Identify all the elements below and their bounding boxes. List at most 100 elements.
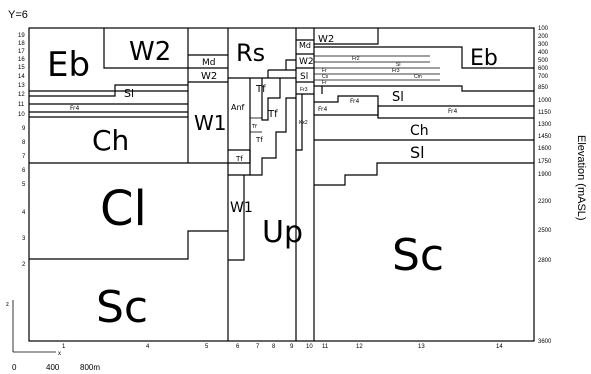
orientation-indicator: z x bbox=[6, 300, 61, 357]
unit-tf-a: Tf bbox=[255, 84, 266, 95]
right-tick-label: 850 bbox=[538, 85, 549, 91]
bottom-tick-label: 9 bbox=[290, 344, 294, 350]
unit-fr4-left: Fr4 bbox=[70, 105, 79, 112]
left-tick-label: 19 bbox=[18, 33, 25, 39]
left-tick-label: 3 bbox=[22, 236, 26, 242]
right-tick-label: 1150 bbox=[538, 110, 552, 116]
bottom-tick-label: 6 bbox=[236, 344, 240, 350]
right-tick-label: 400 bbox=[538, 50, 549, 56]
unit-tf-c: Tf bbox=[255, 136, 263, 144]
contact-line bbox=[314, 47, 534, 68]
unit-fr4-r3: Fr4 bbox=[448, 108, 457, 115]
right-tick-label: 700 bbox=[538, 74, 549, 80]
right-tick-label: 1300 bbox=[538, 122, 552, 128]
left-tick-label: 6 bbox=[22, 168, 26, 174]
scale-zero: 0 bbox=[12, 363, 17, 372]
unit-fr3: Fr3 bbox=[300, 87, 308, 93]
unit-fr3-thin: Fr3 bbox=[392, 68, 400, 74]
contact-line bbox=[314, 106, 534, 115]
unit-tf-d: Tf bbox=[235, 155, 243, 163]
contact-line bbox=[228, 78, 250, 150]
right-axis: 100 200 300 400 500 600 700 850 1000 115… bbox=[538, 26, 587, 345]
right-tick-label: 1000 bbox=[538, 98, 552, 104]
unit-md-top: Md bbox=[202, 58, 215, 68]
right-tick-label: 2800 bbox=[538, 258, 552, 264]
unit-tf-b: Tf bbox=[267, 109, 278, 120]
axis-z-label: z bbox=[6, 302, 9, 308]
right-tick-label: 1750 bbox=[538, 159, 552, 165]
left-tick-label: 5 bbox=[22, 182, 26, 188]
left-tick-label: 12 bbox=[18, 92, 25, 98]
scale-bar: 0 400 800m bbox=[12, 363, 100, 372]
section-label: Y=6 bbox=[8, 9, 28, 21]
unit-sl-right: Sl bbox=[392, 90, 404, 105]
left-tick-label: 16 bbox=[18, 57, 25, 63]
scale-max: 800m bbox=[80, 363, 100, 372]
unit-fr2: Fr2 bbox=[352, 56, 360, 62]
right-tick-label: 2500 bbox=[538, 228, 552, 234]
left-tick-label: 10 bbox=[18, 112, 25, 118]
right-tick-label: 2200 bbox=[538, 199, 552, 205]
bottom-tick-label: 5 bbox=[205, 344, 209, 350]
unit-w2-right-b: W2 bbox=[299, 57, 314, 67]
unit-fr4-r2: Fr4 bbox=[350, 98, 359, 105]
unit-sl-right-small: Sl bbox=[300, 72, 308, 82]
unit-sc-left: Sc bbox=[96, 282, 148, 333]
unit-eb-left: Eb bbox=[47, 45, 90, 85]
unit-sc-right: Sc bbox=[392, 230, 444, 281]
right-tick-label: 200 bbox=[538, 34, 549, 40]
unit-tf-e: Tf bbox=[251, 124, 257, 130]
unit-sl-upper: Sl bbox=[124, 87, 134, 100]
bottom-tick-label: 4 bbox=[146, 344, 150, 350]
left-tick-label: 17 bbox=[18, 49, 25, 55]
right-tick-label: 1450 bbox=[538, 134, 552, 140]
left-tick-label: 7 bbox=[22, 154, 26, 160]
bottom-tick-label: 12 bbox=[356, 344, 363, 350]
right-tick-label: 600 bbox=[538, 66, 549, 72]
contact-line bbox=[286, 60, 296, 70]
bottom-tick-label: 11 bbox=[322, 344, 329, 350]
bottom-tick-label: 10 bbox=[306, 344, 313, 350]
right-tick-label: 3600 bbox=[538, 339, 552, 345]
right-tick-label: 1900 bbox=[538, 172, 552, 178]
contact-line bbox=[314, 163, 534, 185]
contact-line bbox=[314, 86, 534, 91]
left-axis: 19 18 17 16 15 14 13 12 11 10 9 8 7 6 5 … bbox=[18, 28, 29, 341]
unit-cm: Cm bbox=[414, 74, 422, 80]
unit-w2-top: W2 bbox=[129, 37, 171, 67]
unit-eb-right: Eb bbox=[470, 46, 498, 71]
axis-x-label: x bbox=[58, 351, 61, 357]
unit-ch-right: Ch bbox=[410, 123, 429, 139]
unit-ch-left: Ch bbox=[92, 124, 129, 157]
unit-w2-small: W2 bbox=[201, 71, 217, 82]
bottom-tick-label: 8 bbox=[272, 344, 276, 350]
right-tick-label: 100 bbox=[538, 26, 549, 32]
unit-w2-right-a: W2 bbox=[318, 34, 334, 45]
unit-fr4-r1: Fr4 bbox=[318, 106, 327, 113]
right-tick-label: 1600 bbox=[538, 146, 552, 152]
unit-md-right: Md bbox=[299, 41, 311, 50]
right-axis-title: Elevation (mASL) bbox=[575, 135, 587, 221]
left-tick-label: 13 bbox=[18, 83, 25, 89]
left-tick-label: 14 bbox=[18, 74, 25, 80]
bottom-axis: 1 4 5 6 7 8 9 10 11 12 13 14 bbox=[62, 344, 503, 350]
unit-w1-mid: W1 bbox=[194, 111, 227, 135]
scale-mid: 400 bbox=[46, 363, 60, 372]
unit-sl-right-low: Sl bbox=[410, 143, 425, 162]
left-tick-label: 9 bbox=[22, 126, 26, 132]
unit-up: Up bbox=[262, 215, 303, 250]
left-tick-label: 18 bbox=[18, 41, 25, 47]
contact-line bbox=[228, 175, 244, 260]
unit-fr-c: Fr bbox=[322, 80, 327, 86]
right-tick-label: 300 bbox=[538, 42, 549, 48]
left-tick-label: 4 bbox=[22, 210, 26, 216]
left-tick-label: 8 bbox=[22, 140, 26, 146]
bottom-tick-label: 1 bbox=[62, 344, 66, 350]
bottom-tick-label: 13 bbox=[418, 344, 425, 350]
left-tick-label: 2 bbox=[22, 262, 26, 268]
unit-w1-low: W1 bbox=[230, 200, 253, 216]
left-tick-label: 15 bbox=[18, 65, 25, 71]
unit-cl: Cl bbox=[100, 181, 147, 237]
left-tick-label: 11 bbox=[18, 102, 25, 108]
